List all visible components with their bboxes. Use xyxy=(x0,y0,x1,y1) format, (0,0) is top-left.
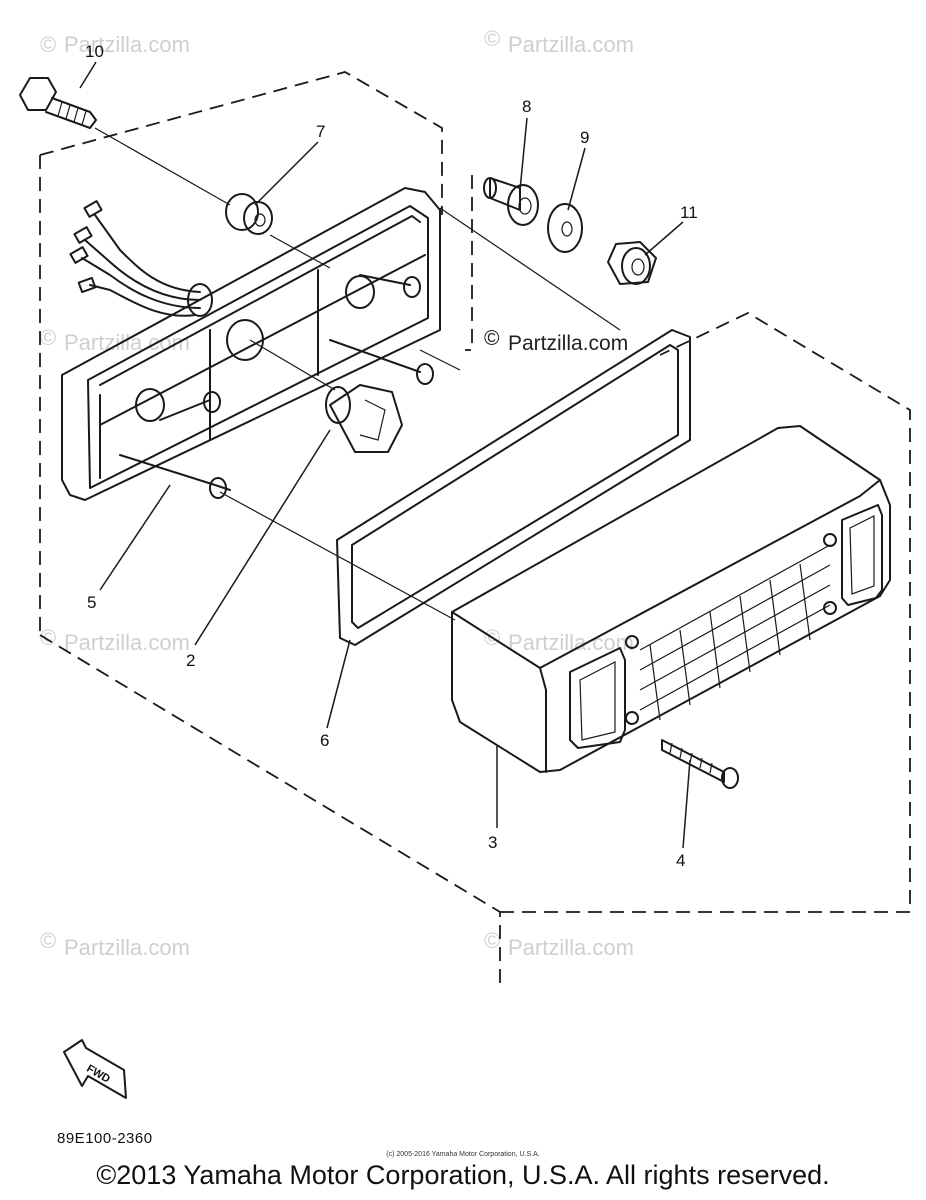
callout-labels: 10 7 8 9 11 5 2 6 3 4 xyxy=(85,42,698,870)
callout-7: 7 xyxy=(316,122,325,141)
callout-11: 11 xyxy=(680,203,698,222)
nut-part-11 xyxy=(607,241,657,285)
watermarks: © Partzilla.com © Partzilla.com © Partzi… xyxy=(40,26,634,960)
collar-part-8 xyxy=(483,177,539,226)
watermark-copyright-8: © xyxy=(484,928,500,953)
watermark-2: Partzilla.com xyxy=(508,32,634,57)
callout-9: 9 xyxy=(580,128,589,147)
alignment-lines xyxy=(94,127,621,621)
watermark-4: Partzilla.com xyxy=(508,332,628,355)
lens-part-3 xyxy=(451,425,891,773)
watermark-copyright-2: © xyxy=(484,26,500,51)
assembly-boundary xyxy=(39,71,911,990)
screw-part-4 xyxy=(661,739,739,789)
fwd-arrow-icon: FWD xyxy=(63,1039,127,1099)
bolt-part-10 xyxy=(19,77,97,129)
leader-lines xyxy=(79,61,691,849)
callout-5: 5 xyxy=(87,593,96,612)
callout-10: 10 xyxy=(85,42,104,61)
watermark-copyright-4: © xyxy=(484,327,500,350)
gasket-part-6 xyxy=(336,329,691,646)
watermark-5: Partzilla.com xyxy=(64,630,190,655)
housing-part-5 xyxy=(61,187,441,501)
watermark-copyright-5: © xyxy=(40,625,56,650)
watermark-1: Partzilla.com xyxy=(64,32,190,57)
diagram-part-code: 89E100-2360 xyxy=(57,1130,153,1147)
watermark-copyright-3: © xyxy=(40,325,56,350)
watermark-copyright-7: © xyxy=(40,928,56,953)
callout-2: 2 xyxy=(186,651,195,670)
small-copyright-note: (c) 2005-2016 Yamaha Motor Corporation, … xyxy=(386,1151,540,1158)
bulb-part-2 xyxy=(325,384,403,453)
grommet-part-7 xyxy=(225,193,273,235)
watermark-8: Partzilla.com xyxy=(508,935,634,960)
watermark-3: Partzilla.com xyxy=(64,330,190,355)
callout-6: 6 xyxy=(320,731,329,750)
callout-3: 3 xyxy=(488,833,497,852)
copyright-footer: ©2013 Yamaha Motor Corporation, U.S.A. A… xyxy=(96,1160,830,1190)
watermark-7: Partzilla.com xyxy=(64,935,190,960)
watermark-copyright-1: © xyxy=(40,32,56,57)
callout-4: 4 xyxy=(676,851,685,870)
callout-8: 8 xyxy=(522,97,531,116)
washer-part-9 xyxy=(547,203,583,253)
